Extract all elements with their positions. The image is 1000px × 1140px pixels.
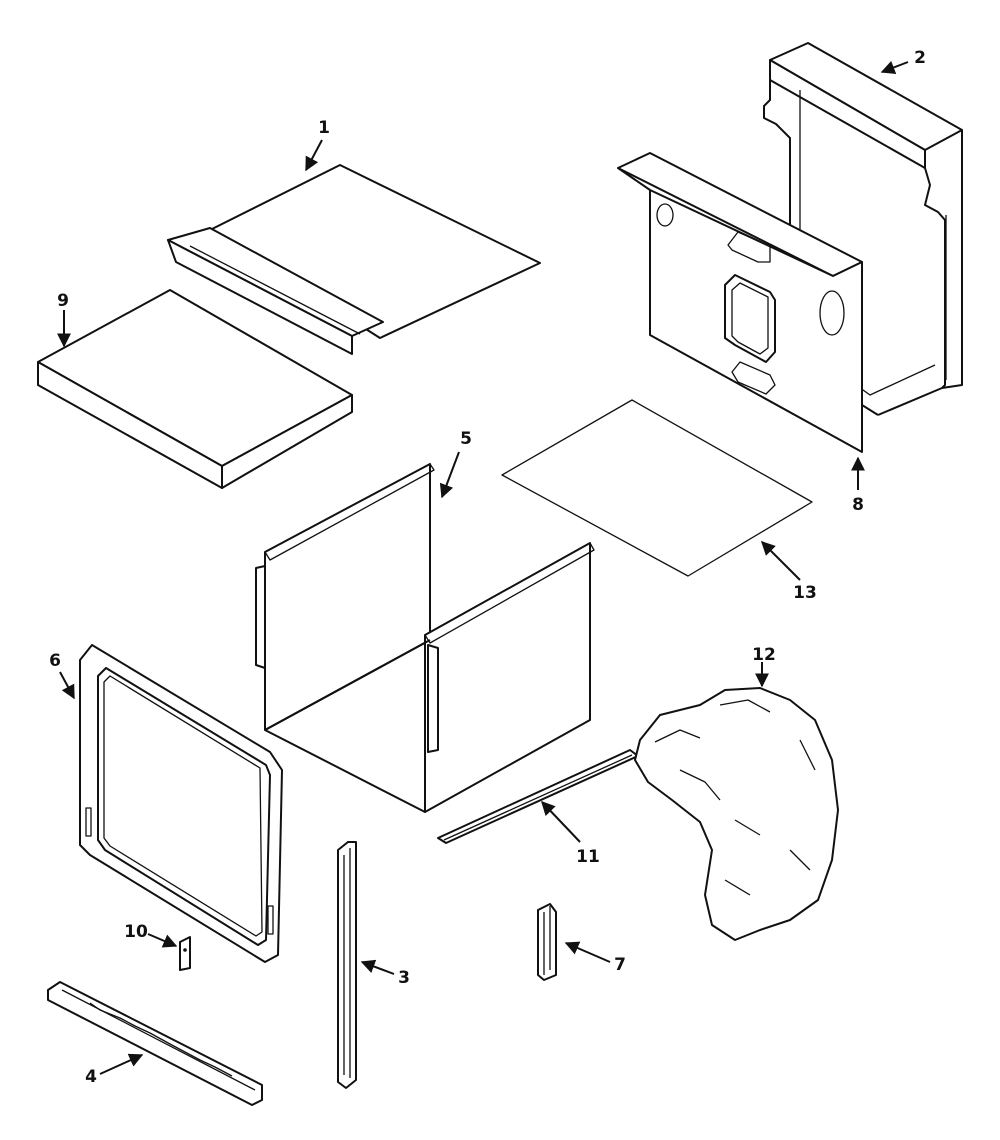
- callout-5: 5: [460, 429, 472, 449]
- part-4-bottom-rail: [47, 981, 263, 1106]
- part-13-insulation-sheet: [501, 399, 813, 577]
- callout-3: 3: [398, 968, 410, 988]
- leader-lines: [57, 60, 909, 1075]
- callout-6: 6: [49, 651, 61, 671]
- part-7-bracket: [537, 903, 557, 981]
- leader-11: [541, 800, 581, 843]
- part-8-rear-panel: [617, 152, 863, 453]
- leader-3: [360, 959, 395, 975]
- leader-13: [761, 541, 801, 581]
- frame-6-slot-right: [267, 905, 274, 935]
- part-5-side-wrapper: [255, 463, 595, 813]
- part-9-insulation-pad: [37, 289, 353, 489]
- frame-6-slot-left: [85, 807, 92, 837]
- part-1-top-panel: [167, 164, 541, 355]
- callout-8: 8: [852, 495, 864, 515]
- part-3-vertical-trim: [337, 841, 357, 1089]
- leader-1: [305, 139, 323, 172]
- panel-8-cutout-bottom: [731, 361, 776, 395]
- callout-9: 9: [57, 291, 69, 311]
- part-2-rear-frame: [763, 42, 963, 416]
- leader-10: [147, 933, 178, 948]
- callout-labels: 1 2 3 4 5 6 7 8 9 10 11 12 13: [49, 48, 926, 1087]
- callout-7: 7: [614, 955, 626, 975]
- callout-13: 13: [793, 583, 817, 603]
- callout-1: 1: [318, 118, 330, 138]
- leader-2: [880, 60, 909, 75]
- panel-8-cutout-top: [727, 231, 771, 263]
- panel-8-oval-cutout: [819, 290, 845, 336]
- callout-10: 10: [124, 922, 148, 942]
- panel-8-hole-1: [656, 203, 674, 227]
- callout-4: 4: [85, 1067, 97, 1087]
- part-12-insulation-blanket: [634, 687, 839, 941]
- part-10-clip: [179, 936, 191, 971]
- callout-2: 2: [914, 48, 926, 68]
- part-6-front-frame: [79, 644, 283, 963]
- leader-4: [99, 1053, 144, 1075]
- panel-8-window-cutout: [724, 274, 776, 363]
- leader-6: [59, 671, 75, 700]
- callout-11: 11: [576, 847, 600, 867]
- callout-12: 12: [752, 645, 776, 665]
- leader-7: [564, 941, 611, 963]
- leader-5: [439, 451, 460, 499]
